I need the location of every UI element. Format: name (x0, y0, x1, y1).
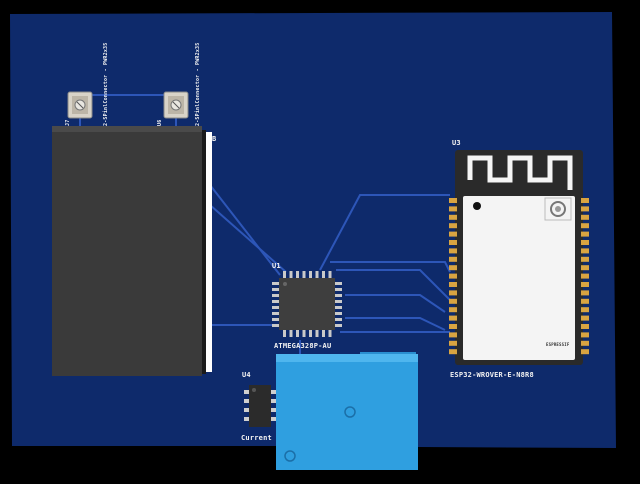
qfp-pin (334, 282, 342, 285)
esp32-pad (449, 231, 457, 237)
qfp-pin (334, 294, 342, 297)
qfp-pin (272, 300, 280, 303)
u6-ref-label: U6 (157, 119, 163, 126)
esp32-pad (449, 298, 457, 304)
connector-u6[interactable] (163, 91, 189, 119)
esp32-pad (449, 307, 457, 313)
esp32-pad (449, 349, 457, 355)
battery-ref-label: B (212, 135, 217, 143)
esp32-pad (581, 324, 589, 329)
qfp-pins (272, 271, 342, 337)
esp32-module-u3[interactable] (449, 150, 589, 365)
esp32-pad (449, 223, 457, 229)
esp32-pad (581, 231, 589, 237)
qfp-pin (309, 329, 312, 337)
esp32-pad (449, 206, 457, 212)
battery-pack[interactable] (52, 126, 212, 376)
qfp-pin (296, 329, 299, 337)
qfp-pin (322, 329, 325, 337)
u1-ref-label: U1 (272, 262, 281, 270)
qfp-pin (334, 306, 342, 309)
esp32-pad (581, 298, 589, 304)
esp32-pad (449, 214, 457, 220)
esp32-pads (449, 198, 589, 355)
esp32-pad (449, 332, 457, 338)
qfp-pin (272, 282, 280, 285)
qfp-pin (334, 288, 342, 291)
espressif-logo-text: ESPRESSIF (546, 342, 570, 347)
esp32-pad (581, 265, 589, 271)
esp32-pad (581, 315, 589, 321)
qfp-pin (334, 324, 342, 327)
esp32-pad (581, 290, 589, 296)
qfp-pin (272, 312, 280, 315)
connector-j7[interactable] (67, 91, 93, 119)
u1-value-label: ATMEGA328P-AU (274, 342, 332, 350)
qfp-pin (272, 318, 280, 321)
esp32-pad (449, 273, 457, 279)
esp32-pad (449, 240, 457, 245)
esp32-pad (581, 332, 589, 338)
u4-value-label: Current (241, 434, 272, 442)
qfp-pin (328, 329, 332, 337)
qfp-pin (302, 271, 306, 279)
qfp-pin (322, 271, 325, 279)
qfp-pin (296, 271, 299, 279)
qfp-pin (334, 318, 342, 321)
esp32-pad (449, 282, 457, 287)
esp32-pad (581, 206, 589, 212)
j7-ref-label: J7 (65, 119, 71, 126)
esp32-pad (449, 256, 457, 262)
qfp-pin (334, 312, 342, 315)
esp32-pad (581, 198, 589, 203)
esp32-pad (581, 240, 589, 245)
esp32-pad (581, 349, 589, 355)
qfp-pin (289, 329, 293, 337)
esp32-pad (449, 340, 457, 346)
esp32-pad (581, 248, 589, 254)
qfp-pin (283, 329, 286, 337)
copper-traces (79, 94, 451, 360)
u3-ref-label: U3 (452, 139, 461, 147)
qfp-pin (328, 271, 332, 279)
qfp-pin (272, 306, 280, 309)
qfp-pin (272, 288, 280, 291)
esp32-pad (581, 214, 589, 220)
esp32-pad (581, 223, 589, 229)
qfp-pin (272, 294, 280, 297)
esp32-pad (449, 315, 457, 321)
qfp-pin (302, 329, 306, 337)
esp32-pad (581, 273, 589, 279)
qfp-pin (309, 271, 312, 279)
qfp-pin (334, 300, 342, 303)
relay-module[interactable] (276, 352, 418, 470)
qfp-pin (315, 329, 319, 337)
esp32-pad (449, 198, 457, 203)
esp32-pad (449, 248, 457, 254)
qfp-pin (315, 271, 319, 279)
qfp-pin (289, 271, 293, 279)
u6-value-label: 2-SPinlConnector - PWR2x35 (195, 42, 201, 126)
esp32-pad (581, 282, 589, 287)
qfp-pin (272, 324, 280, 327)
u4-ref-label: U4 (242, 371, 251, 379)
j7-value-label: 2-SPinlConnector - PWR2x35 (103, 42, 109, 126)
esp32-pad (449, 265, 457, 271)
esp32-pad (581, 307, 589, 313)
esp32-pad (449, 324, 457, 329)
esp32-pad (581, 256, 589, 262)
u3-value-label: ESP32-WROVER-E-N8R8 (450, 371, 534, 379)
esp32-pad (581, 340, 589, 346)
qfp-chip-u1[interactable] (272, 271, 342, 337)
soic-chip-u4[interactable] (244, 385, 276, 427)
esp32-pad (449, 290, 457, 296)
qfp-pin (283, 271, 286, 279)
